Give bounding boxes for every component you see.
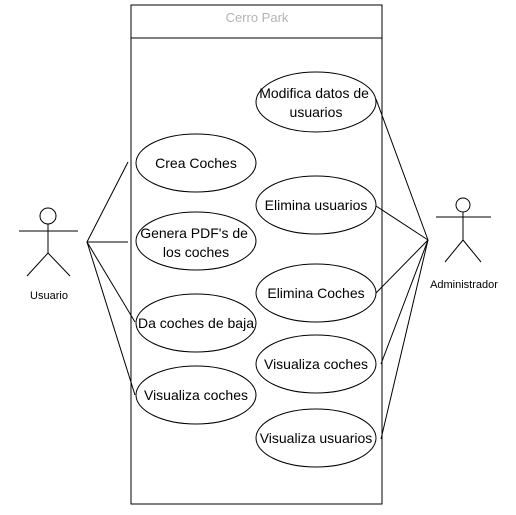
use-case-modifica-datos: Modifica datos de usuarios — [255, 71, 377, 133]
actor-administrador — [436, 197, 491, 263]
use-case-visualiza-coches-admin: Visualiza coches — [255, 334, 377, 394]
use-case-label: Visualiza coches — [264, 356, 368, 372]
actor-head — [39, 207, 57, 225]
use-case-da-coches-de-baja: Da coches de baja — [135, 293, 257, 353]
actor-usuario-label: Usuario — [30, 290, 68, 302]
administrador-associations — [375, 98, 429, 440]
use-case-label: Elimina usuarios — [265, 197, 368, 213]
use-case-visualiza-coches-usuario: Visualiza coches — [135, 365, 257, 425]
use-case-label: Crea Coches — [155, 155, 237, 171]
use-case-label: Da coches de baja — [138, 315, 254, 331]
actor-leg — [462, 239, 482, 263]
actor-leg — [444, 239, 464, 263]
use-case-crea-coches: Crea Coches — [135, 133, 257, 193]
actor-leg — [47, 252, 71, 277]
use-case-elimina-coches: Elimina Coches — [255, 263, 377, 323]
association-line — [380, 239, 429, 440]
usuario-associations — [86, 161, 136, 396]
association-line — [86, 241, 136, 396]
use-case-label: Visualiza usuarios — [260, 430, 373, 446]
association-line — [86, 161, 129, 243]
use-case-genera-pdf: Genera PDF's de los coches — [135, 211, 257, 271]
use-case-label: Genera PDF's de los coches — [140, 225, 252, 260]
use-case-label: Elimina Coches — [267, 285, 364, 301]
association-line — [375, 98, 429, 241]
association-line — [375, 205, 429, 241]
use-case-label: Modifica datos de usuarios — [259, 85, 373, 120]
use-case-elimina-usuarios: Elimina usuarios — [255, 175, 377, 235]
system-title: Cerro Park — [226, 10, 289, 25]
use-case-visualiza-usuarios: Visualiza usuarios — [255, 408, 377, 468]
use-case-label: Visualiza coches — [144, 387, 248, 403]
association-line — [380, 239, 429, 365]
association-line — [86, 241, 136, 323]
actor-usuario — [19, 207, 78, 277]
actor-head — [455, 197, 471, 213]
actor-administrador-label: Administrador — [430, 279, 498, 291]
association-line — [375, 239, 429, 294]
actor-leg — [26, 252, 49, 277]
